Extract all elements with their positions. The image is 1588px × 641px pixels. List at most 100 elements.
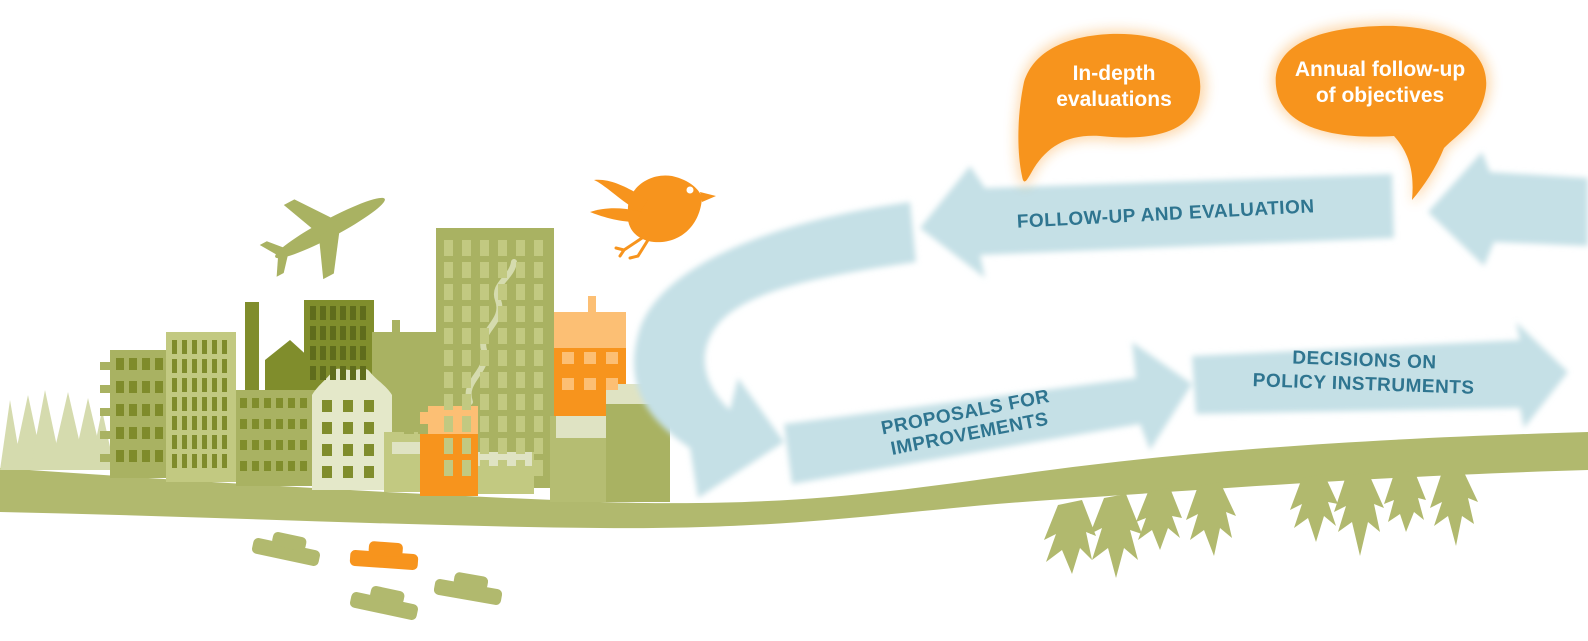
window xyxy=(142,404,150,416)
annual-bubble: Annual follow-up of objectives xyxy=(1271,21,1491,205)
forest-left xyxy=(0,390,115,470)
window xyxy=(534,350,543,366)
window xyxy=(252,440,259,450)
window xyxy=(222,359,227,373)
window xyxy=(202,435,207,449)
window xyxy=(418,402,428,412)
window xyxy=(288,461,295,471)
window xyxy=(142,450,150,462)
window xyxy=(516,306,525,322)
window xyxy=(534,328,543,344)
bird-icon xyxy=(590,175,716,260)
window xyxy=(310,346,316,360)
window xyxy=(343,466,353,478)
window xyxy=(360,346,366,360)
window xyxy=(202,340,207,354)
window xyxy=(330,366,336,380)
window xyxy=(404,424,414,434)
airplane-icon xyxy=(259,197,385,280)
window xyxy=(480,416,489,432)
window xyxy=(142,381,150,393)
window xyxy=(480,394,489,410)
window xyxy=(129,404,137,416)
window xyxy=(343,400,353,412)
window xyxy=(516,284,525,300)
window xyxy=(340,326,346,340)
window xyxy=(480,262,489,278)
window xyxy=(350,346,356,360)
window xyxy=(192,378,197,392)
window xyxy=(155,427,163,439)
window xyxy=(480,328,489,344)
window xyxy=(606,352,618,364)
window xyxy=(129,358,137,370)
window xyxy=(300,398,307,408)
window xyxy=(444,394,453,410)
window xyxy=(480,350,489,366)
window xyxy=(172,340,177,354)
window xyxy=(360,326,366,340)
window xyxy=(480,438,489,454)
window xyxy=(252,398,259,408)
window xyxy=(444,438,453,454)
window xyxy=(444,460,453,476)
window xyxy=(480,372,489,388)
window xyxy=(480,306,489,322)
window xyxy=(444,284,453,300)
window xyxy=(462,460,471,476)
window xyxy=(182,378,187,392)
window xyxy=(418,424,428,434)
window xyxy=(252,419,259,429)
building-windows xyxy=(116,240,618,478)
window xyxy=(172,397,177,411)
window xyxy=(222,454,227,468)
window xyxy=(129,427,137,439)
window xyxy=(462,394,471,410)
window xyxy=(343,422,353,434)
window xyxy=(516,416,525,432)
window xyxy=(212,340,217,354)
window xyxy=(480,240,489,256)
window xyxy=(444,240,453,256)
window xyxy=(340,346,346,360)
window xyxy=(350,366,356,380)
window xyxy=(534,416,543,432)
window xyxy=(498,262,507,278)
window xyxy=(202,359,207,373)
window xyxy=(182,397,187,411)
window xyxy=(172,416,177,430)
window xyxy=(192,340,197,354)
window xyxy=(444,416,453,432)
follow-up-arrow-incoming xyxy=(1428,152,1588,266)
window xyxy=(212,435,217,449)
window xyxy=(192,435,197,449)
decisions-label-line1: DECISIONS ON xyxy=(1292,347,1437,373)
window xyxy=(129,450,137,462)
window xyxy=(310,306,316,320)
window xyxy=(364,400,374,412)
decisions-arrow xyxy=(1192,322,1568,428)
window xyxy=(116,381,124,393)
window xyxy=(498,284,507,300)
window xyxy=(322,444,332,456)
window xyxy=(364,466,374,478)
ground-hill xyxy=(0,432,1588,529)
window xyxy=(498,372,507,388)
window xyxy=(300,461,307,471)
window xyxy=(212,454,217,468)
window xyxy=(320,366,326,380)
window xyxy=(516,372,525,388)
window xyxy=(516,394,525,410)
follow-up-arrow xyxy=(920,166,1394,278)
window xyxy=(498,394,507,410)
in-depth-bubble: In-depth evaluations xyxy=(1015,29,1207,187)
window xyxy=(534,240,543,256)
in-depth-line1: In-depth xyxy=(1073,62,1156,85)
window xyxy=(212,397,217,411)
window xyxy=(534,284,543,300)
window xyxy=(264,461,271,471)
window xyxy=(155,381,163,393)
window xyxy=(534,262,543,278)
